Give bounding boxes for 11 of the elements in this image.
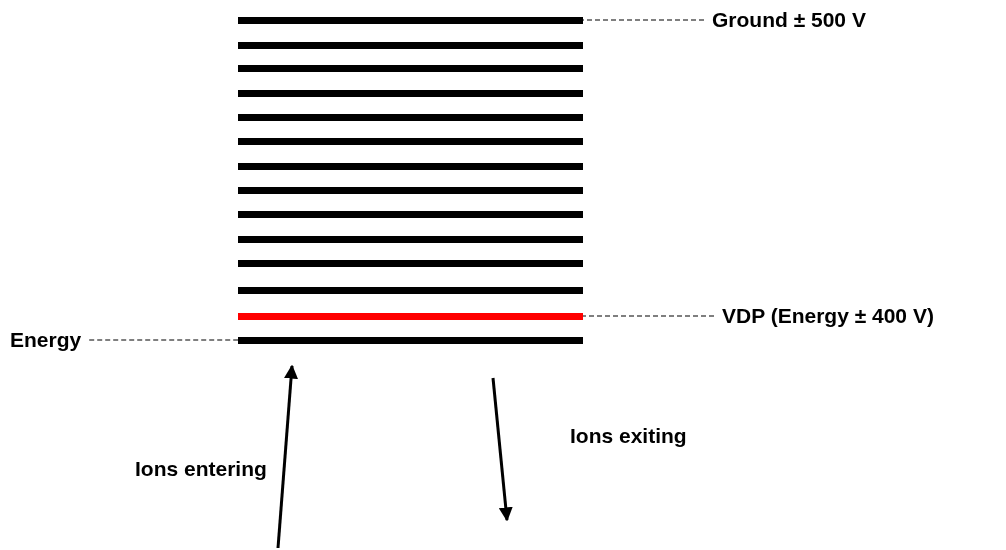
leader-line — [582, 19, 705, 21]
electrode-plate — [238, 336, 583, 344]
flow-label: Ions exiting — [570, 424, 687, 448]
electrode-plate — [238, 312, 583, 320]
leader-line — [582, 315, 715, 317]
voltage-label: Ground ± 500 V — [712, 8, 866, 32]
flow-label: Ions entering — [135, 457, 267, 481]
voltage-label: Energy — [10, 328, 82, 352]
leader-line — [88, 339, 239, 341]
electrode-plate — [238, 16, 583, 24]
voltage-label: VDP (Energy ± 400 V) — [722, 304, 934, 328]
